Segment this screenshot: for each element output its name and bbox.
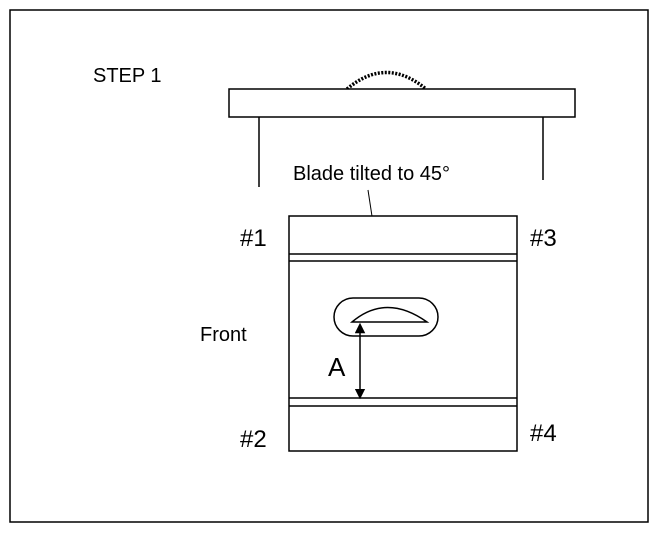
corner-label-3: #3 (530, 225, 557, 252)
dimension-a-label: A (328, 352, 346, 382)
saw-table (228, 88, 576, 118)
corner-label-1: #1 (240, 225, 267, 252)
saw-blade (345, 70, 428, 91)
outer-frame (9, 9, 649, 523)
blade-kerf (349, 306, 430, 323)
corner-label-4: #4 (530, 420, 557, 447)
blade-callout: Blade tilted to 45° (293, 163, 450, 185)
front-label: Front (200, 324, 247, 346)
corner-label-2: #2 (240, 426, 267, 453)
step-title: STEP 1 (93, 65, 162, 87)
